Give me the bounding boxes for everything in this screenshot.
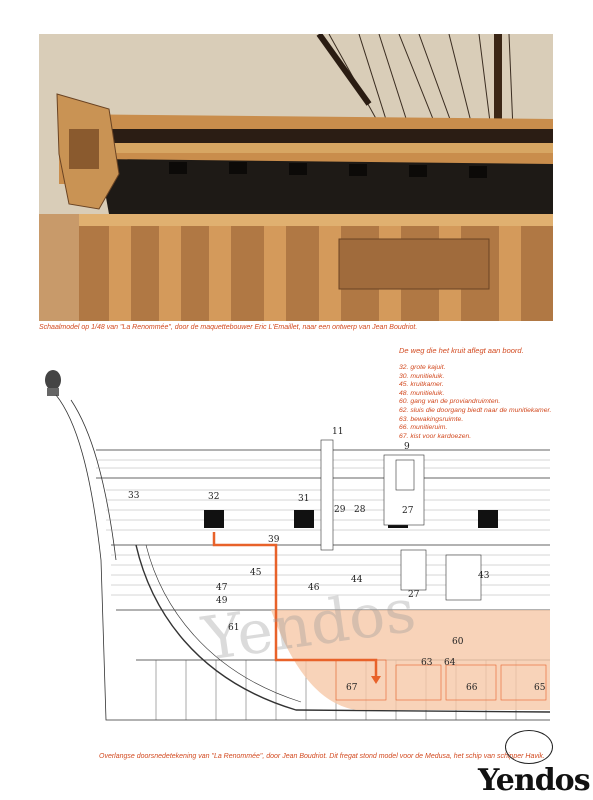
legend-list: 32. grote kajuit. 30. munitieluik. 45. k… <box>399 364 551 441</box>
legend-item: 48. munitieluik. <box>399 389 445 397</box>
region-label: 31 <box>298 494 309 504</box>
legend-item: 67. kist voor kardoezen. <box>399 432 472 440</box>
region-label: 44 <box>351 575 363 585</box>
drawing-caption: Overlangse doorsnedetekening van "La Ren… <box>99 753 545 760</box>
region-label: 46 <box>308 583 320 593</box>
watermark-circle <box>505 730 553 764</box>
watermark-signature: Yendos <box>478 763 591 798</box>
region-label: 61 <box>228 623 239 633</box>
region-label: 49 <box>216 596 228 606</box>
region-label: 9 <box>404 442 410 452</box>
stern-lantern-icon <box>45 370 61 396</box>
region-label: 32 <box>208 492 219 502</box>
region-label: 29 <box>334 505 346 515</box>
region-label: 64 <box>444 658 456 668</box>
legend-item: 63. bewakingsruimte. <box>399 415 464 423</box>
photo-caption: Schaalmodel op 1/48 van "La Renommée", d… <box>39 324 418 331</box>
region-label: 45 <box>250 568 262 578</box>
region-label: 65 <box>534 683 546 693</box>
legend-item: 30. munitieluik. <box>399 372 445 380</box>
ship-model-photo <box>39 34 553 321</box>
region-label: 39 <box>268 535 280 545</box>
region-label: 28 <box>354 505 366 515</box>
region-label: 11 <box>332 427 343 437</box>
section-drawing: Yendos 11 9 33 32 31 29 28 27 39 45 44 4… <box>45 370 550 721</box>
region-label: 63 <box>421 658 433 668</box>
region-label: 27 <box>408 590 420 600</box>
legend-item: 32. grote kajuit. <box>399 364 446 371</box>
legend-title: De weg die het kruit aflegt aan boord. <box>399 346 524 355</box>
legend-item: 45. kruitkamer. <box>399 381 444 389</box>
region-label: 27 <box>402 506 414 516</box>
region-label: 60 <box>452 637 464 647</box>
legend-item: 62. sluis die doorgang biedt naar de mun… <box>399 406 552 414</box>
region-label: 33 <box>128 491 140 501</box>
region-label: 47 <box>216 583 228 593</box>
legend-item: 60. gang van de proviandruimten. <box>399 398 501 406</box>
region-label: 66 <box>466 683 478 693</box>
region-label: 67 <box>346 683 358 693</box>
region-label: 43 <box>478 571 490 581</box>
legend-item: 66. munitieruim. <box>399 424 448 432</box>
